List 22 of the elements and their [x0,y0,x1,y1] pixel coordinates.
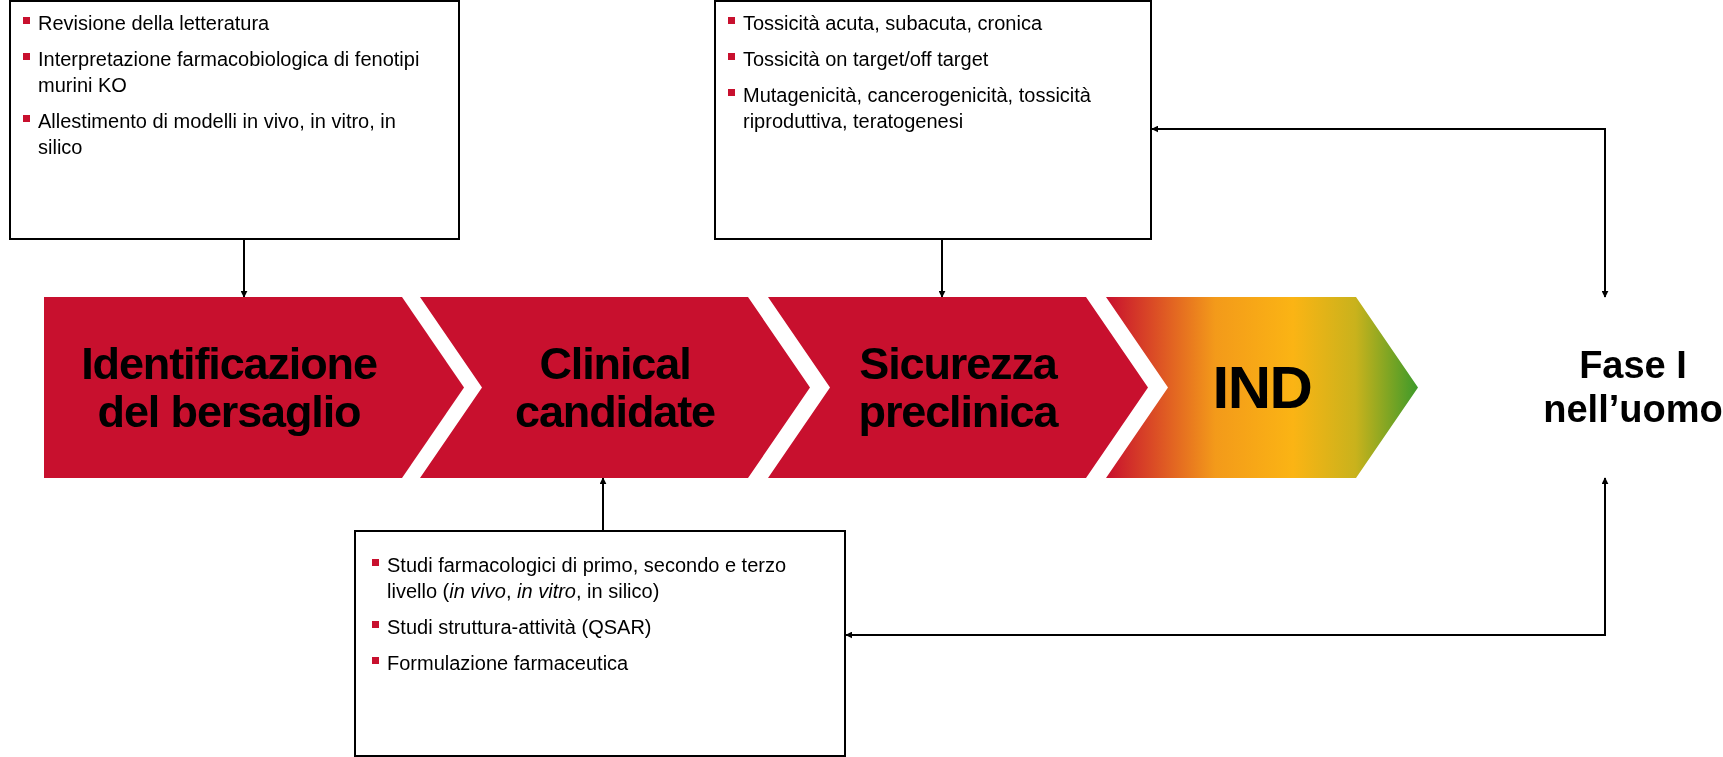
text-box [9,0,460,240]
bullet-text: Tossicità acuta, subacuta, cronica [743,11,1043,36]
bullet-text: Studi struttura-attività (QSAR) [387,615,652,640]
bullet-text: Interpretazione farmacobiologica di fenotipi murini KO [38,47,421,98]
bullet-text: Formulazione farmaceutica [387,651,629,676]
bullet-text: Tossicità on target/off target [743,47,989,72]
text-box [714,0,1152,240]
bullet-text: Revisione della letteratura [38,11,270,36]
bullet-text: Allestimento di modelli in vivo, in vitro, in silico [38,109,397,160]
stage-label: Identificazione del bersaglio [80,340,378,435]
arrow [845,477,1609,639]
text-box [354,530,846,757]
arrow [1151,125,1609,298]
stage-label: Sicurezza preclinica [857,340,1060,435]
arrow [240,239,248,298]
stage-label: Clinical candidate [514,340,716,435]
bullet-text: Studi farmacologici di primo, secondo e terzo livello (in vivo, in vitro, in silico) [387,553,788,604]
arrow [938,239,946,298]
bullet-text: Mutagenicità, cancerogenicità, tossicità riproduttiva, teratogenesi [743,83,1092,134]
arrow [599,477,607,531]
stage-label: Fase I nell’uomo [1543,343,1723,432]
stage-label: IND [1211,356,1313,419]
